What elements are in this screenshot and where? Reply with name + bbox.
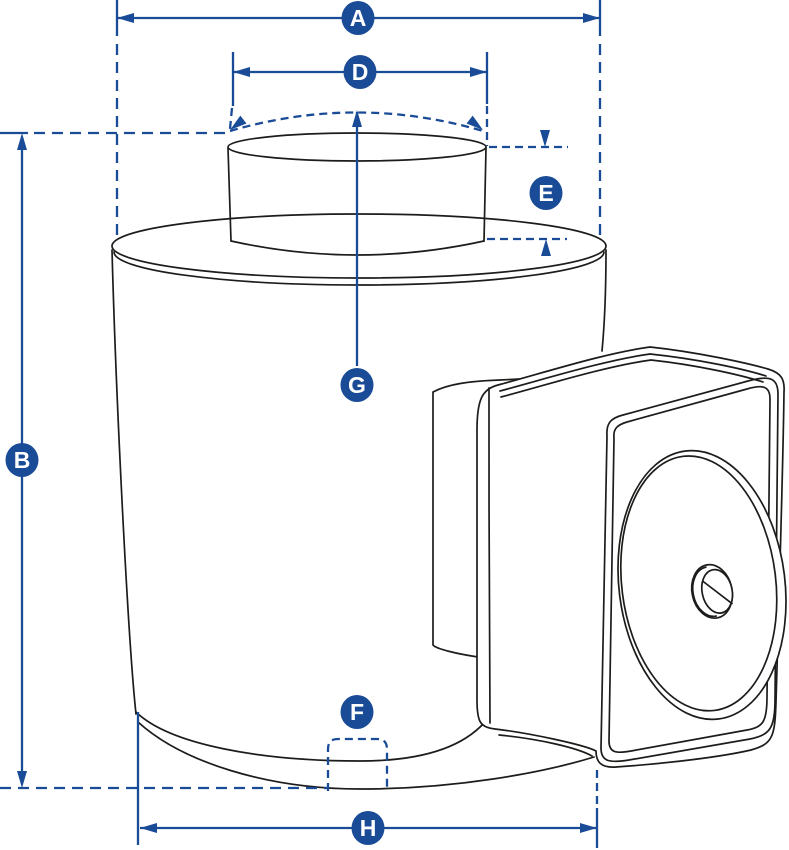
- load-surface-arc: [229, 111, 484, 133]
- dimension-label-f: [340, 695, 374, 729]
- dimension-e: E: [487, 130, 568, 256]
- load-cell-drawing: [111, 132, 787, 790]
- dimension-label-h: [351, 811, 385, 845]
- screw: [690, 563, 734, 620]
- h-arrow-left: [140, 823, 157, 833]
- cylinder-bottom-rim-upper: [135, 711, 485, 762]
- label-d-text: D: [352, 59, 369, 85]
- box-left-band-edge: [488, 387, 491, 724]
- g-arrow-up: [352, 110, 362, 127]
- box-front-face-outer: [600, 377, 779, 763]
- arc-arrow-left: [230, 115, 247, 130]
- cylinder-body: [111, 213, 607, 790]
- d-arrow-left: [233, 67, 250, 77]
- dimension-d: D: [228, 52, 489, 146]
- label-b-text: B: [14, 447, 31, 473]
- h-arrow-right: [580, 823, 597, 833]
- label-f-text: F: [350, 699, 364, 725]
- label-a-text: A: [350, 5, 367, 31]
- screw-slot: [701, 580, 733, 605]
- dimension-label-g: [340, 368, 374, 402]
- d-ext-left-dashed: [228, 107, 234, 130]
- dimension-h: H: [136, 712, 599, 848]
- box-lid-seam-inner: [500, 359, 764, 398]
- junction-box: [432, 346, 787, 768]
- d-arrow-right: [470, 67, 487, 77]
- cylinder-top-ellipse: [111, 213, 607, 279]
- dimension-label-a: [341, 1, 375, 35]
- e-arrow-up: [541, 239, 551, 256]
- cylinder-left-edge: [111, 249, 137, 715]
- label-e-text: E: [538, 180, 553, 206]
- dimension-b: B: [0, 131, 328, 790]
- dimension-a: A: [115, 0, 602, 240]
- dimension-label-e: [529, 176, 563, 210]
- arc-dashed: [229, 111, 484, 133]
- dimension-g: G: [340, 110, 374, 402]
- label-h-text: H: [360, 815, 377, 841]
- dimension-label-b: [5, 443, 39, 477]
- f-hidden-hole-outline: [326, 737, 389, 791]
- cylinder-bottom-rim-lower: [137, 721, 595, 790]
- a-arrow-left: [117, 13, 134, 23]
- a-arrow-right: [583, 13, 600, 23]
- cylinder-right-edge: [601, 249, 607, 352]
- dimension-f: F: [326, 695, 389, 791]
- load-button-left-edge: [227, 147, 232, 242]
- screw-rim-inner-arc: [691, 566, 718, 618]
- box-front-face-inner: [608, 385, 771, 754]
- arc-arrow-right: [466, 115, 483, 130]
- cylinder-top-rim-second-line: [113, 251, 605, 286]
- b-arrow-top: [17, 133, 27, 150]
- label-g-text: G: [348, 372, 366, 398]
- dimension-annotations: A D B: [0, 0, 602, 848]
- box-bottom-left-inner-edge: [498, 734, 593, 757]
- box-lid-seam-outer: [499, 353, 767, 392]
- e-arrow-down: [540, 130, 550, 147]
- dimension-label-d: [343, 55, 377, 89]
- b-arrow-bottom: [17, 771, 27, 788]
- cover-disc-inner: [619, 455, 778, 712]
- load-button-right-edge: [483, 147, 487, 242]
